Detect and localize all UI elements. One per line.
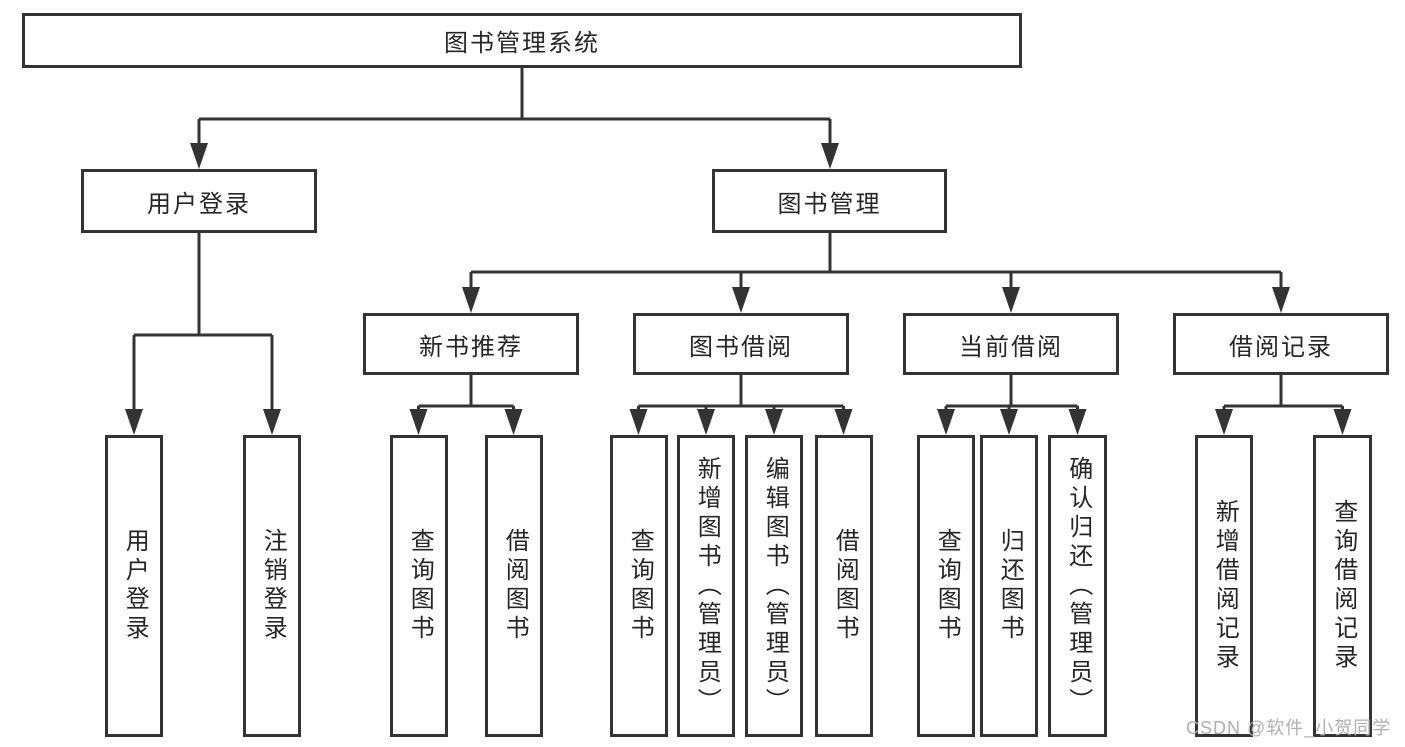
- leaf-label: 查询图书: [406, 528, 434, 644]
- leaf-label: 查询图书: [933, 528, 961, 644]
- node-leaf-query-borrow-record: 查询借阅记录: [1313, 435, 1372, 737]
- node-leaf-query-books-borrowing: 查询图书: [610, 435, 668, 737]
- node-book-borrowing: 图书借阅: [633, 313, 849, 375]
- node-leaf-edit-books-admin: 编辑图书（管理员）: [745, 435, 803, 737]
- leaf-label: 新增图书（管理员）: [693, 455, 721, 717]
- node-leaf-borrow-books: 借阅图书: [815, 435, 873, 737]
- csdn-watermark: CSDN @软件_小贺同学: [1186, 718, 1392, 738]
- leaf-label: 借阅图书: [501, 528, 529, 644]
- leaf-label: 查询借阅记录: [1329, 499, 1357, 673]
- node-book-management: 图书管理: [712, 169, 947, 233]
- leaf-label: 新增借阅记录: [1211, 499, 1239, 673]
- node-current-borrowing: 当前借阅: [903, 313, 1119, 375]
- node-library-management-system: 图书管理系统: [22, 13, 1022, 68]
- node-leaf-return-books: 归还图书: [980, 435, 1038, 737]
- node-leaf-borrow-books-recommend: 借阅图书: [485, 435, 543, 737]
- leaf-label: 借阅图书: [831, 528, 859, 644]
- leaf-label: 归还图书: [996, 528, 1024, 644]
- leaf-label: 用户登录: [121, 528, 149, 644]
- node-borrowing-records: 借阅记录: [1173, 313, 1389, 375]
- leaf-label: 编辑图书（管理员）: [761, 455, 789, 717]
- node-leaf-add-books-admin: 新增图书（管理员）: [677, 435, 735, 737]
- node-leaf-user-login: 用户登录: [105, 435, 163, 737]
- node-leaf-query-books-current: 查询图书: [917, 435, 975, 737]
- node-user-login: 用户登录: [81, 169, 317, 233]
- node-new-book-recommendation: 新书推荐: [363, 313, 579, 375]
- node-leaf-confirm-return-admin: 确认归还（管理员）: [1048, 435, 1107, 737]
- leaf-label: 确认归还（管理员）: [1064, 455, 1092, 717]
- node-leaf-add-borrow-record: 新增借阅记录: [1195, 435, 1253, 737]
- leaf-label: 查询图书: [626, 528, 654, 644]
- node-leaf-logout: 注销登录: [243, 435, 301, 737]
- node-leaf-query-books-recommend: 查询图书: [390, 435, 448, 737]
- leaf-label: 注销登录: [259, 528, 287, 644]
